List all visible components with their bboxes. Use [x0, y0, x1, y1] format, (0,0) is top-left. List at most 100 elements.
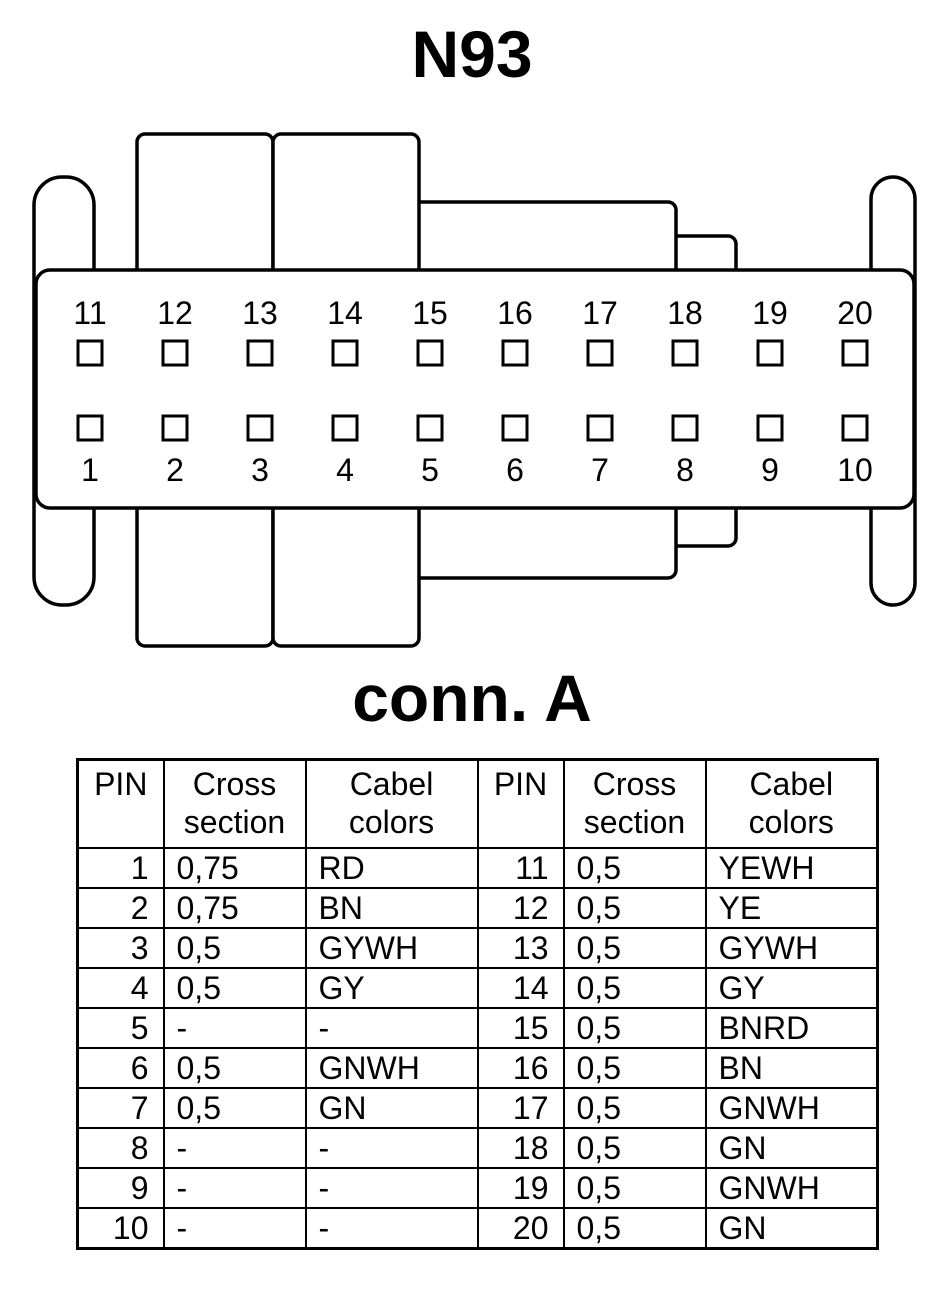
cell-cable-color-left: RD [304, 847, 479, 889]
pin-socket-12 [161, 339, 189, 367]
pin-label-16: 16 [497, 295, 533, 331]
cell-pin-left: 10 [76, 1207, 165, 1250]
cell-cross-section-right: 0,5 [562, 1207, 707, 1250]
cell-cable-color-left: - [304, 1127, 479, 1169]
cell-cross-section-right: 0,5 [562, 967, 707, 1009]
header-cable-colors-left: Cabel colors [304, 758, 479, 849]
header-cross-section-left: Cross section [162, 758, 307, 849]
cell-cable-color-left: - [304, 1207, 479, 1250]
cell-pin-right: 13 [476, 927, 565, 969]
cell-cable-color-left: GN [304, 1087, 479, 1129]
cell-pin-left: 7 [76, 1087, 165, 1129]
pin-socket-4 [331, 414, 359, 442]
pin-socket-10 [841, 414, 869, 442]
pin-socket-14 [331, 339, 359, 367]
pin-socket-20 [841, 339, 869, 367]
pin-label-6: 6 [506, 452, 524, 488]
pin-label-18: 18 [667, 295, 703, 331]
pin-socket-17 [586, 339, 614, 367]
cell-cross-section-left: - [162, 1207, 307, 1250]
connector-body [34, 268, 916, 510]
cell-cable-color-right: GNWH [704, 1087, 879, 1129]
pin-socket-13 [246, 339, 274, 367]
cell-cross-section-left: 0,5 [162, 1087, 307, 1129]
cell-cross-section-right: 0,5 [562, 927, 707, 969]
pin-label-8: 8 [676, 452, 694, 488]
pin-socket-19 [756, 339, 784, 367]
cell-cable-color-left: GYWH [304, 927, 479, 969]
cell-pin-right: 18 [476, 1127, 565, 1169]
cell-pin-right: 19 [476, 1167, 565, 1209]
cell-pin-left: 8 [76, 1127, 165, 1169]
cell-cross-section-left: 0,75 [162, 847, 307, 889]
cell-pin-left: 4 [76, 967, 165, 1009]
header-cross-section-right: Cross section [562, 758, 707, 849]
bottom-block-right [271, 488, 421, 648]
cell-pin-right: 12 [476, 887, 565, 929]
pin-socket-9 [756, 414, 784, 442]
cell-cable-color-left: GNWH [304, 1047, 479, 1089]
pin-label-4: 4 [336, 452, 354, 488]
pin-label-2: 2 [166, 452, 184, 488]
pin-socket-18 [671, 339, 699, 367]
pin-label-17: 17 [582, 295, 618, 331]
cell-pin-left: 2 [76, 887, 165, 929]
cell-pin-left: 6 [76, 1047, 165, 1089]
pin-label-20: 20 [837, 295, 873, 331]
cell-cross-section-right: 0,5 [562, 1087, 707, 1129]
pin-label-12: 12 [157, 295, 193, 331]
cell-cross-section-right: 0,5 [562, 1047, 707, 1089]
pin-table: PIN Cross section Cabel colors PIN Cross… [76, 758, 879, 1250]
cell-cross-section-left: 0,5 [162, 1047, 307, 1089]
connector-subtitle: conn. A [352, 661, 592, 735]
header-pin-left: PIN [76, 758, 165, 849]
cell-cable-color-left: - [304, 1007, 479, 1049]
diagram-title: N93 [411, 17, 533, 91]
pin-label-3: 3 [251, 452, 269, 488]
pin-label-1: 1 [81, 452, 99, 488]
cell-pin-right: 11 [476, 847, 565, 889]
cell-cable-color-right: GNWH [704, 1167, 879, 1209]
pin-socket-2 [161, 414, 189, 442]
table-header-row: PIN Cross section Cabel colors PIN Cross… [76, 758, 879, 849]
cell-pin-right: 16 [476, 1047, 565, 1089]
pin-label-19: 19 [752, 295, 788, 331]
pin-socket-15 [416, 339, 444, 367]
pin-label-15: 15 [412, 295, 448, 331]
pin-label-13: 13 [242, 295, 278, 331]
cell-cross-section-right: 0,5 [562, 1007, 707, 1049]
pin-socket-5 [416, 414, 444, 442]
cell-cross-section-left: - [162, 1007, 307, 1049]
cell-cross-section-left: 0,5 [162, 927, 307, 969]
cell-cable-color-right: BN [704, 1047, 879, 1089]
cell-cross-section-right: 0,5 [562, 887, 707, 929]
cell-cable-color-right: GY [704, 967, 879, 1009]
cell-pin-left: 9 [76, 1167, 165, 1209]
cell-pin-right: 14 [476, 967, 565, 1009]
cell-pin-right: 17 [476, 1087, 565, 1129]
cell-cable-color-right: GN [704, 1207, 879, 1250]
header-cable-colors-right: Cabel colors [704, 758, 879, 849]
pin-socket-3 [246, 414, 274, 442]
cell-cross-section-left: - [162, 1127, 307, 1169]
header-pin-right: PIN [476, 758, 565, 849]
cell-cross-section-right: 0,5 [562, 1127, 707, 1169]
cell-cross-section-left: - [162, 1167, 307, 1209]
pin-socket-6 [501, 414, 529, 442]
pin-socket-1 [76, 414, 104, 442]
cell-cable-color-right: YEWH [704, 847, 879, 889]
pin-label-11: 11 [73, 295, 106, 331]
cell-pin-right: 15 [476, 1007, 565, 1049]
bottom-block-left [135, 488, 275, 648]
cell-pin-right: 20 [476, 1207, 565, 1250]
cell-cable-color-left: BN [304, 887, 479, 929]
